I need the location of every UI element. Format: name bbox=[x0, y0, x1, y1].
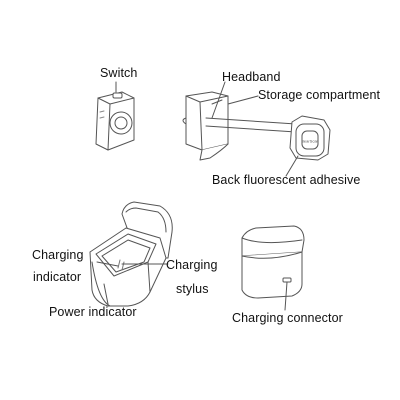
camera-unit-front bbox=[95, 81, 135, 151]
label-storage-compartment: Storage compartment bbox=[258, 88, 381, 102]
charging-connector-leader bbox=[284, 281, 288, 311]
charging-case-closed bbox=[241, 225, 305, 311]
power-indicator-leader bbox=[103, 283, 109, 305]
label-switch: Switch bbox=[100, 66, 138, 80]
label-power-indicator: Power indicator bbox=[49, 305, 137, 319]
lens-ring bbox=[109, 111, 133, 135]
headband-leader bbox=[211, 81, 226, 119]
label-charging-connector: Charging connector bbox=[232, 311, 343, 325]
charging-port bbox=[282, 277, 292, 283]
headband-assembly: BearScan bbox=[182, 81, 331, 177]
charging-indicator-leader bbox=[96, 261, 119, 267]
adhesive-leader bbox=[285, 155, 299, 177]
closed-lid bbox=[241, 225, 305, 257]
charging-case-open bbox=[89, 201, 173, 307]
storage-leader bbox=[227, 95, 259, 105]
label-charging-stylus-line1: Charging bbox=[166, 258, 218, 272]
label-charging-stylus-line2: stylus bbox=[176, 282, 209, 296]
lens-inner bbox=[114, 116, 128, 130]
label-back-fluorescent-adhesive: Back fluorescent adhesive bbox=[212, 173, 361, 187]
label-headband: Headband bbox=[222, 70, 281, 84]
headband-strap-top bbox=[205, 117, 297, 125]
label-charging-indicator-line1: Charging bbox=[32, 248, 84, 262]
closed-body bbox=[241, 251, 303, 299]
label-charging-indicator-line2: indicator bbox=[33, 270, 82, 284]
device-marking: BearScan bbox=[301, 139, 319, 144]
switch-button bbox=[112, 92, 123, 99]
headband-strap-bottom bbox=[205, 125, 297, 133]
